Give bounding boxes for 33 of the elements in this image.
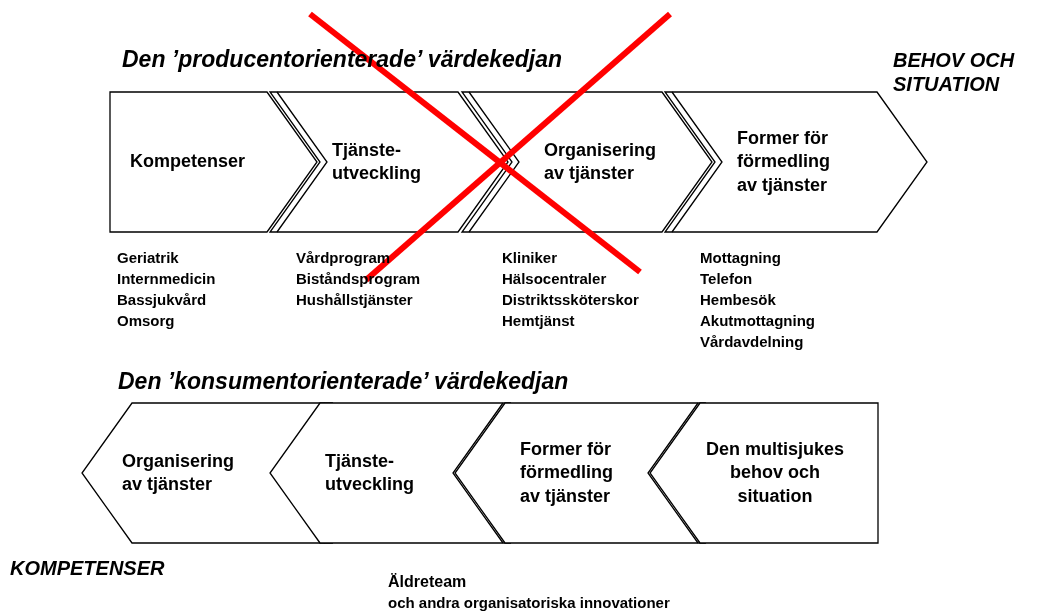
- chevron-label: Den multisjukes behov och situation: [705, 437, 845, 508]
- list-item: Distriktssköterskor: [502, 290, 639, 310]
- chevron-label: Tjänste- utveckling: [325, 449, 416, 496]
- chevron-label: Former för förmedling av tjänster: [737, 126, 831, 197]
- list-item: Hembesök: [700, 290, 777, 310]
- note-text: Äldreteam: [388, 572, 467, 592]
- list-item: Omsorg: [117, 311, 176, 331]
- list-item: Telefon: [700, 269, 754, 289]
- list-item: Kliniker: [502, 248, 559, 268]
- chevron-label: Tjänste- utveckling: [332, 138, 423, 185]
- chevron-shape: [270, 92, 508, 232]
- chevron-shape: [665, 92, 927, 232]
- heading: BEHOV OCH SITUATION: [893, 48, 1016, 96]
- list-item: Vårdavdelning: [700, 332, 805, 352]
- chevron-label: Kompetenser: [130, 150, 246, 174]
- chevron-label: Organisering av tjänster: [122, 449, 236, 496]
- list-item: Internmedicin: [117, 269, 216, 289]
- list-item: Hemtjänst: [502, 311, 576, 331]
- note-text: och andra organisatoriska innovationer: [388, 594, 670, 612]
- heading: KOMPETENSER: [10, 556, 165, 580]
- list-item: Geriatrik: [117, 248, 180, 268]
- list-item: Biståndsprogram: [296, 269, 421, 289]
- list-item: Mottagning: [700, 248, 782, 268]
- list-item: Vårdprogram: [296, 248, 392, 268]
- chevron-shape: [462, 92, 712, 232]
- heading: Den ’konsumentorienterade’ värdekedjan: [118, 368, 569, 396]
- list-item: Bassjukvård: [117, 290, 208, 310]
- list-item: Hälsocentraler: [502, 269, 608, 289]
- list-item: Akutmottagning: [700, 311, 815, 331]
- chevron-shape: [110, 92, 317, 232]
- chevron-label: Former för förmedling av tjänster: [520, 437, 614, 508]
- chevron-label: Organisering av tjänster: [544, 138, 658, 185]
- list-item: Hushållstjänster: [296, 290, 414, 310]
